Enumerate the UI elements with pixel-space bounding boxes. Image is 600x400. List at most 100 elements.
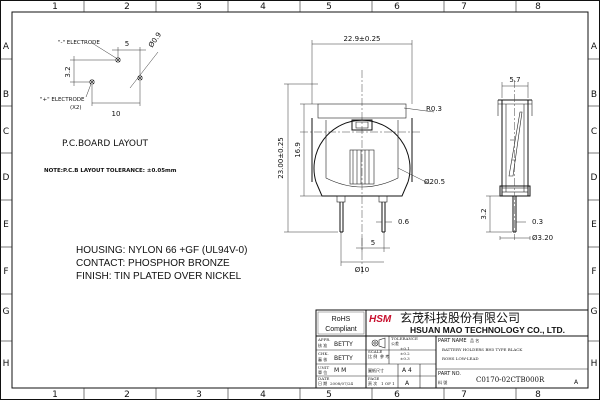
unit-label: UNIT [318,365,329,370]
company-name-en: HSUAN MAO TECHNOLOGY CO., LTD. [410,325,565,335]
appr-name: BETTY [334,341,353,348]
part-name-cn: 品 名 [470,337,479,343]
pcb-layout-title: P.C.BOARD LAYOUT [62,139,149,149]
appr-label: APPR. [317,337,331,342]
tolerance-label: TOLERANCE [391,336,418,341]
front-dim-height: 23.00±0.25 [277,137,285,179]
rohs-line1: RoHS [332,316,351,323]
row-label-g: G [3,307,10,317]
front-dim-radius: R0.3 [426,105,442,113]
col-label-7-bottom: 7 [461,390,467,400]
tolerance-1: ±0.1 [400,346,410,351]
page-label: PAGE [368,376,379,381]
row-label-b: B [3,90,9,100]
company-name-cn: 玄茂科技股份有限公司 [400,310,520,325]
front-dim-inner: 16.9 [294,142,302,158]
col-label-1-bottom: 1 [52,390,58,400]
page-cn: 頁 次 [368,380,377,386]
pcb-dim-dia: Ø0.9 [147,31,163,49]
part-name-line2: ROHS LOW-LEAD [442,356,479,361]
part-no-value: C0170-02CTB000R [476,376,545,384]
col-label-7: 7 [461,2,467,12]
col-label-1: 1 [52,2,58,12]
unit-cn: 單 位 [318,369,327,375]
tolerance-2: ±0.2 [400,351,410,356]
row-label-a-right: A [591,42,598,52]
chk-label: CHK. [318,351,329,356]
unit-value: M M [334,367,346,374]
side-dim-dia: Ø3.20 [532,234,553,242]
front-view [284,40,435,275]
row-label-f: F [3,267,8,277]
chk-cn: 審 核 [318,356,327,362]
sheet-size-label: 圖紙尺寸 [368,367,384,373]
col-label-4: 4 [260,2,266,12]
row-label-g-right: G [591,307,598,317]
col-label-2-bottom: 2 [124,390,130,400]
row-label-e: E [3,220,9,230]
rohs-box [317,311,365,335]
row-label-a: A [3,42,10,52]
tolerance-3: ±0.3 [400,356,410,361]
sheet-size-value: A 4 [402,367,412,374]
pos-electrode-label: "+" ELECTRODE [40,97,85,103]
col-label-6-bottom: 6 [394,390,400,400]
tolerance-cn: 公差 [391,340,399,346]
part-no-cn: 料 號 [438,379,447,385]
side-view [486,80,533,240]
part-name-label: PART NAME [438,338,467,344]
neg-electrode-label: "-" ELECTRODE [58,40,100,46]
page-value: 1 OF 1 [381,381,395,386]
row-label-h-right: H [591,359,598,369]
scale-cn: 比 例 [368,353,377,359]
front-dim-5: 5 [371,239,375,247]
col-label-6: 6 [394,2,400,12]
side-dim-57: 5.7 [509,76,520,84]
chk-name: BETTY [334,355,353,362]
part-no-label: PART NO. [438,371,461,377]
row-label-c: C [3,127,9,137]
col-label-5: 5 [326,2,332,12]
side-dim-03: 0.3 [532,218,543,226]
row-label-b-right: B [591,90,597,100]
row-label-c-right: C [591,127,597,137]
date-value: 2008/07/24 [330,381,354,386]
front-dim-10: Ø10 [355,266,369,274]
col-label-2: 2 [124,2,130,12]
spec-contact: CONTACT: PHOSPHOR BRONZE [76,258,230,269]
part-no-revision: A [574,379,579,386]
part-name-line1: BATTERY HOLDERS BH5 TYPE BLACK [442,347,523,352]
scale-label: SCALE [368,349,382,354]
pcb-dim-10: 10 [112,110,121,118]
date-label: DATE [318,376,330,381]
pcb-dim-32: 3.2 [64,66,72,77]
date-cn: 日 期 [318,380,327,386]
pcb-layout [70,42,159,106]
title-block [315,309,589,389]
rohs-line2: Compliant [325,326,357,333]
row-label-d-right: D [591,173,598,183]
appr-cn: 核 准 [318,342,327,348]
col-label-8: 8 [535,2,541,12]
row-label-e-right: E [591,220,597,230]
revision-value: A [405,380,410,387]
row-label-d: D [3,173,10,183]
col-label-8-bottom: 8 [535,390,541,400]
company-logo: HSM [369,314,392,325]
scale-ref: 參 考 [380,353,389,359]
col-label-3-bottom: 3 [196,390,202,400]
col-label-5-bottom: 5 [326,390,332,400]
projection-symbol [371,339,379,347]
side-dim-32: 3.2 [480,208,488,219]
row-label-f-right: F [591,267,596,277]
spec-finish: FINISH: TIN PLATED OVER NICKEL [76,271,242,282]
front-dim-dia: Ø20.5 [424,178,445,186]
spec-housing: HOUSING: NYLON 66 +GF (UL94V-0) [76,245,247,256]
pcb-dim-5: 5 [125,40,129,48]
front-dim-width: 22.9±0.25 [343,35,380,43]
row-label-h: H [3,359,10,369]
col-label-3: 3 [196,2,202,12]
